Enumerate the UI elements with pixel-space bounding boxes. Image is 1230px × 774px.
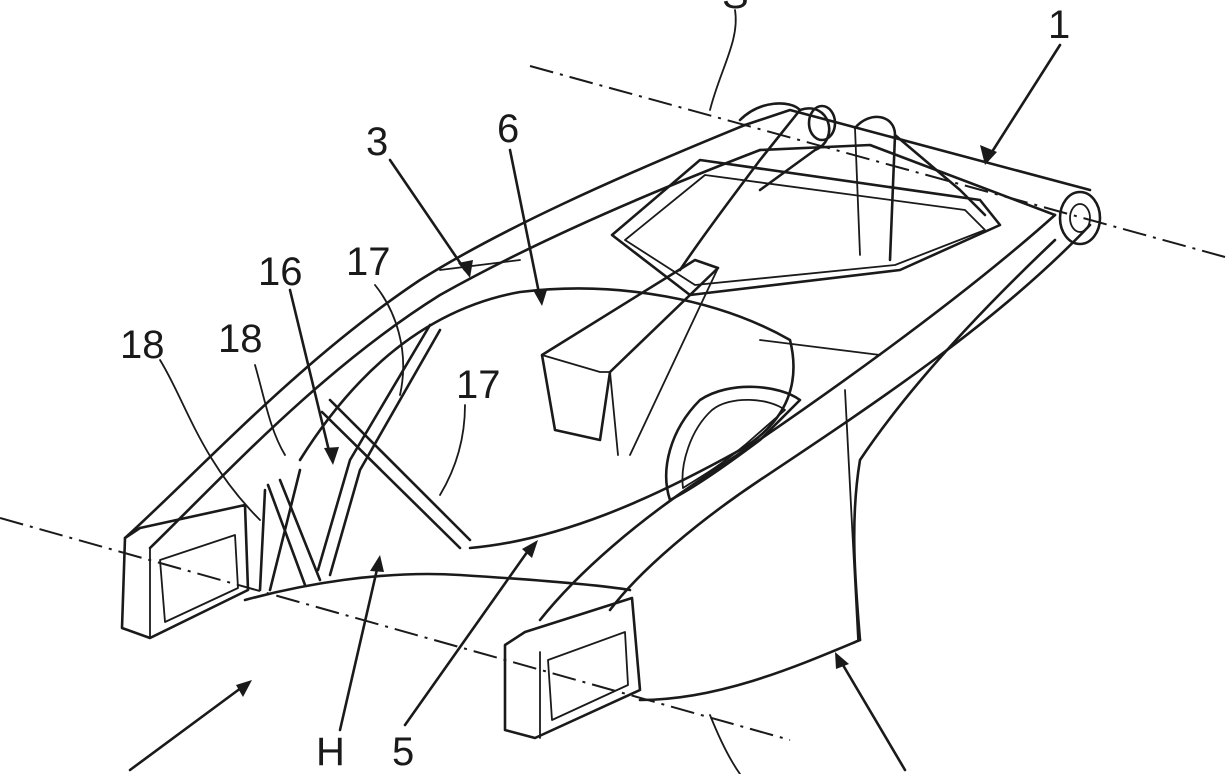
inner-strut — [540, 258, 720, 456]
label-1: 1 — [1048, 3, 1070, 47]
central-opening — [298, 287, 795, 550]
label-s-top: S — [722, 0, 749, 17]
label-16: 16 — [258, 250, 303, 294]
label-3: 3 — [366, 120, 388, 164]
reference-labels: S 1 3 6 16 17 17 18 18 H 5 — [120, 0, 1070, 774]
truss-ribs — [258, 323, 472, 592]
label-17-lower: 17 — [456, 363, 501, 407]
front-axis — [0, 517, 791, 741]
side-opening — [664, 385, 802, 502]
label-18-right: 18 — [218, 317, 263, 361]
label-18-left: 18 — [120, 323, 165, 367]
swing-arm-body — [120, 108, 1092, 740]
label-17-upper: 17 — [346, 240, 391, 284]
leader-lines — [128, 9, 1062, 774]
label-h: H — [316, 730, 345, 774]
label-6: 6 — [497, 107, 519, 151]
label-5: 5 — [392, 730, 414, 774]
pivot-axis — [529, 65, 1226, 258]
